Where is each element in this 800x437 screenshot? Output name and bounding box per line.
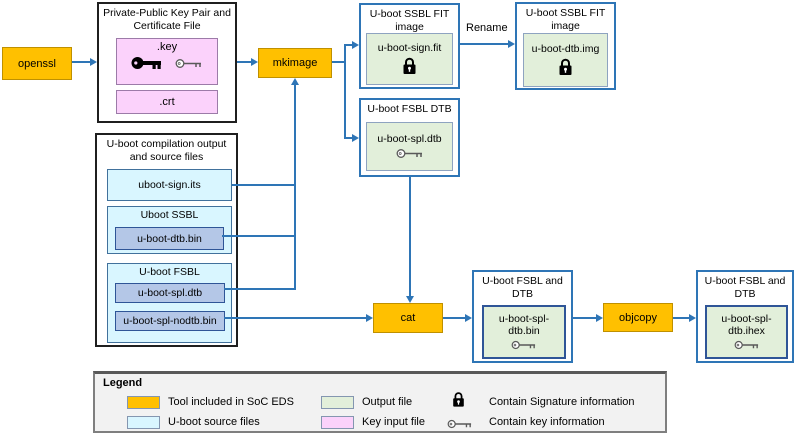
key-file-node: .key (116, 38, 218, 85)
uboot-sign-its-node: uboot-sign.its (107, 169, 232, 201)
u-boot-spl-dtb-bin-label: u-boot-spl-dtb.bin (498, 312, 550, 337)
ssbl-fit-signed-title: U-boot SSBL FIT image (369, 8, 450, 33)
public-key-icon (175, 59, 201, 68)
uboot-fsbl-group: U-boot FSBL u-boot-spl.dtb u-boot-spl-no… (107, 263, 232, 343)
legend-key-input-swatch (321, 416, 354, 429)
key-icon (511, 340, 536, 350)
compilation-box: U-boot compilation output and source fil… (95, 133, 238, 347)
arrow-spldtb-to-trunk (224, 288, 296, 290)
key-icon (396, 149, 422, 158)
crt-file-label: .crt (159, 96, 175, 108)
u-boot-spl-dtb-ihex-node: u-boot-spl-dtb.ihex (705, 305, 788, 359)
u-boot-spl-dtb-ihex-label: u-boot-spl-dtb.ihex (721, 312, 772, 337)
u-boot-spl-dtb-bin-node: u-boot-spl-dtb.bin (482, 305, 566, 359)
arrow-bin-to-objcopy (573, 317, 596, 319)
arrowhead-keypair-to-mkimage (251, 58, 258, 66)
arrowhead-nodtb-to-cat (366, 314, 373, 322)
fsbl-and-dtb-ihex-box: U-boot FSBL and DTB u-boot-spl-dtb.ihex (696, 270, 794, 363)
lock-icon (403, 57, 416, 74)
arrowhead-cat-to-bin (465, 314, 472, 322)
legend-tool-label: Tool included in SoC EDS (168, 396, 294, 408)
arrowhead-mkimage-to-fit (352, 41, 359, 49)
uboot-ssbl-group: Uboot SSBL u-boot-dtb.bin (107, 206, 232, 254)
u-boot-dtb-img-label: u-boot-dtb.img (531, 43, 600, 56)
arrow-nodtb-to-cat (224, 317, 366, 319)
u-boot-sign-fit-label: u-boot-sign.fit (377, 42, 442, 55)
mkimage-label: mkimage (272, 57, 318, 69)
arrowhead-sources-to-mkimage (291, 78, 299, 85)
u-boot-spl-dtb-src-label: u-boot-spl.dtb (137, 287, 203, 299)
lock-icon (559, 58, 572, 75)
legend-source-label: U-boot source files (168, 416, 260, 428)
arrow-objcopy-to-ihex (673, 317, 689, 319)
arrow-mkimage-to-fsbldtb (344, 137, 352, 139)
keypair-title: Private-Public Key Pair and Certificate … (103, 7, 231, 32)
u-boot-spl-nodtb-bin-label: u-boot-spl-nodtb.bin (123, 315, 217, 327)
objcopy-label: objcopy (619, 311, 657, 324)
u-boot-spl-dtb-out-node: u-boot-spl.dtb (366, 122, 453, 171)
compilation-title: U-boot compilation output and source fil… (106, 138, 227, 163)
u-boot-spl-dtb-src-node: u-boot-spl.dtb (115, 283, 225, 303)
keypair-box: Private-Public Key Pair and Certificate … (97, 2, 237, 123)
u-boot-spl-dtb-out-label: u-boot-spl.dtb (377, 132, 442, 145)
arrow-fsbldtb-to-cat (409, 177, 411, 296)
arrow-mkimage-branch (344, 44, 346, 139)
legend-output-label: Output file (362, 396, 413, 408)
private-key-icon (131, 57, 161, 69)
arrow-dtbbin-to-trunk (222, 235, 296, 237)
arrowhead-rename (508, 40, 515, 48)
legend-output-swatch (321, 396, 354, 409)
key-icon (734, 340, 758, 350)
objcopy-tool-node: objcopy (603, 303, 673, 332)
fsbl-and-dtb-bin-box: U-boot FSBL and DTB u-boot-spl-dtb.bin (472, 270, 573, 363)
legend-key-input-label: Key input file (362, 416, 425, 428)
u-boot-dtb-bin-node: u-boot-dtb.bin (115, 227, 224, 250)
uboot-sign-its-label: uboot-sign.its (138, 179, 201, 191)
fsbl-and-dtb-ihex-title: U-boot FSBL and DTB (704, 275, 786, 300)
u-boot-spl-nodtb-bin-node: u-boot-spl-nodtb.bin (115, 311, 225, 331)
openssl-label: openssl (18, 57, 56, 70)
legend-title: Legend (103, 377, 143, 389)
openssl-tool-node: openssl (2, 47, 72, 80)
key-icon (447, 419, 472, 429)
fsbl-dtb-title: U-boot FSBL DTB (367, 103, 452, 115)
arrowhead-openssl-to-keypair (90, 58, 97, 66)
arrowhead-fsbldtb-to-cat (406, 296, 414, 303)
arrow-mkimage-out (332, 61, 346, 63)
arrowhead-mkimage-to-fsbldtb (352, 134, 359, 142)
arrowhead-bin-to-objcopy (596, 314, 603, 322)
fsbl-dtb-box: U-boot FSBL DTB u-boot-spl.dtb (359, 98, 460, 177)
arrow-signits-to-trunk (232, 184, 296, 186)
mkimage-tool-node: mkimage (258, 48, 332, 78)
arrow-openssl-to-keypair (72, 61, 90, 63)
u-boot-sign-fit-node: u-boot-sign.fit (366, 33, 453, 85)
legend-box: Legend Tool included in SoC EDS U-boot s… (93, 371, 667, 433)
ssbl-fit-renamed-box: U-boot SSBL FIT image u-boot-dtb.img (515, 2, 616, 90)
lock-icon (453, 392, 464, 407)
arrow-mkimage-to-fit (344, 44, 352, 46)
legend-signature-label: Contain Signature information (489, 396, 635, 408)
key-file-label: .key (156, 41, 178, 53)
uboot-ssbl-group-title: Uboot SSBL (140, 209, 199, 221)
u-boot-dtb-img-node: u-boot-dtb.img (523, 33, 608, 87)
cat-tool-node: cat (373, 303, 443, 333)
fsbl-and-dtb-bin-title: U-boot FSBL and DTB (482, 275, 563, 300)
u-boot-dtb-bin-label: u-boot-dtb.bin (137, 232, 202, 245)
arrow-cat-to-bin (443, 317, 465, 319)
legend-key-info-label: Contain key information (489, 416, 605, 428)
ssbl-fit-signed-box: U-boot SSBL FIT image u-boot-sign.fit (359, 3, 460, 89)
arrow-sources-trunk (294, 85, 296, 290)
arrow-keypair-to-mkimage (237, 61, 251, 63)
crt-file-node: .crt (116, 90, 218, 114)
cat-label: cat (400, 312, 416, 324)
legend-source-swatch (127, 416, 160, 429)
arrowhead-objcopy-to-ihex (689, 314, 696, 322)
ssbl-fit-renamed-title: U-boot SSBL FIT image (525, 7, 606, 32)
uboot-fsbl-group-title: U-boot FSBL (139, 266, 200, 278)
legend-tool-swatch (127, 396, 160, 409)
arrow-rename (460, 43, 508, 45)
rename-label: Rename (466, 22, 508, 34)
